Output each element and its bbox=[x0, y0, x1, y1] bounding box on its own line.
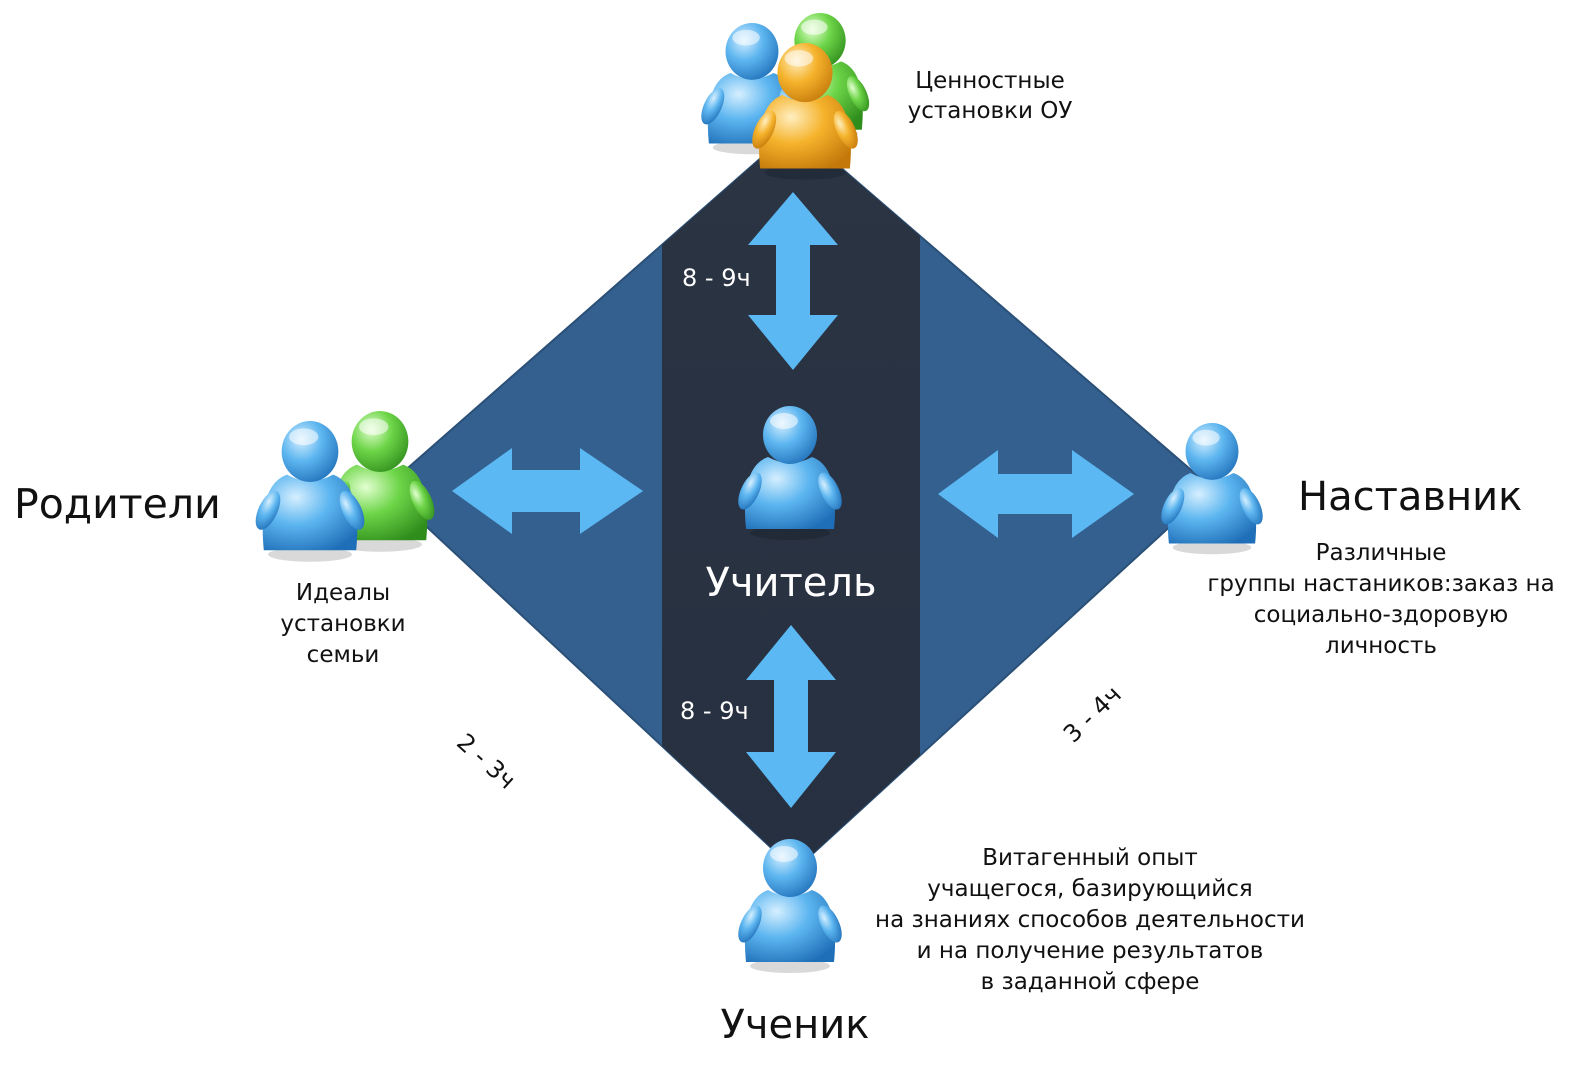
top-center-hours-label: 8 - 9ч bbox=[682, 264, 751, 292]
arrow-center-bottom bbox=[746, 625, 836, 808]
person-orange-icon bbox=[752, 43, 858, 180]
bottom-node-title: Ученик bbox=[720, 1002, 870, 1048]
bottom-node-description: Витагенный опыт учащегося, базирующийся … bbox=[875, 845, 1305, 995]
center-node-title: Учитель bbox=[705, 560, 877, 606]
arrow-top-center bbox=[748, 192, 838, 370]
person-blue-icon bbox=[255, 421, 365, 562]
left-node-description: Идеалы установки семьи bbox=[280, 580, 406, 668]
person-blue-icon bbox=[738, 839, 842, 973]
left-node-title: Родители bbox=[14, 480, 221, 528]
center-bottom-hours-label: 8 - 9ч bbox=[680, 697, 749, 725]
arrow-right-center bbox=[938, 450, 1134, 538]
top-node-description: Ценностные установки ОУ bbox=[907, 68, 1073, 124]
person-blue-icon bbox=[738, 406, 842, 540]
person-blue-icon bbox=[1161, 422, 1263, 555]
right-node-title: Наставник bbox=[1298, 474, 1523, 520]
right-node-description: Различные группы настаников:заказ на соц… bbox=[1207, 540, 1555, 659]
arrow-left-center bbox=[452, 448, 643, 534]
